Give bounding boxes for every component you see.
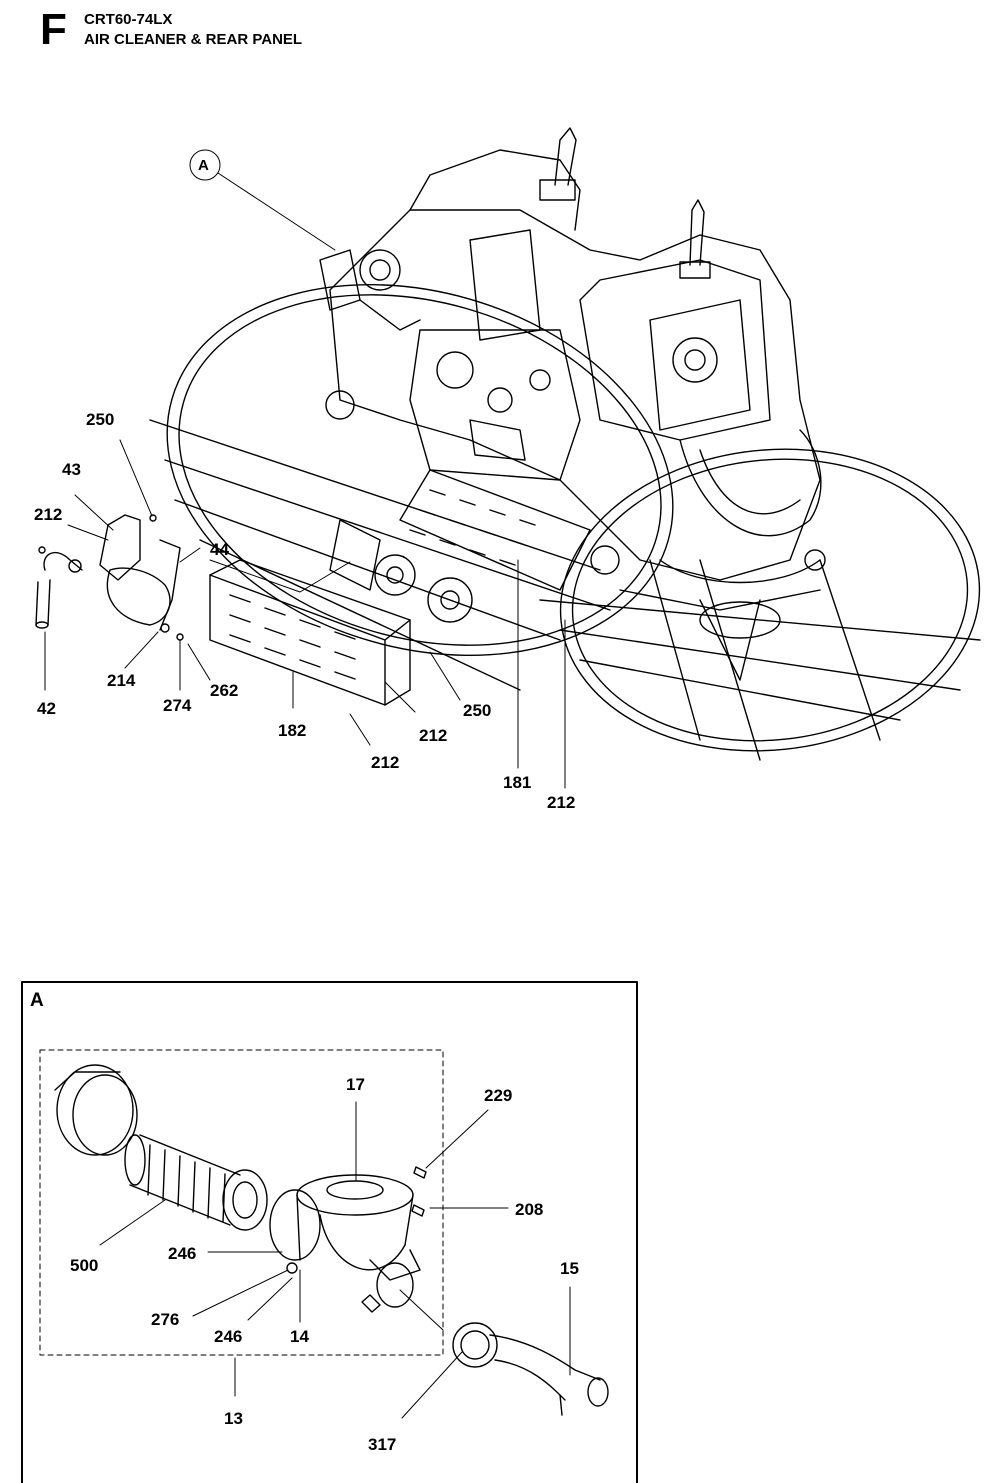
- exhaust-parts: [35, 514, 184, 641]
- callout-label: 246: [214, 1327, 243, 1346]
- callout-label: 274: [163, 696, 192, 715]
- detail-frame: [21, 981, 638, 1483]
- callout-label: 500: [70, 1256, 99, 1275]
- callout-label: 250: [86, 410, 115, 429]
- section-title: AIR CLEANER & REAR PANEL: [84, 31, 303, 48]
- detail-label: A: [30, 990, 44, 1011]
- air-cleaner-exploded: [54, 1064, 609, 1416]
- callout-label: 13: [224, 1409, 243, 1428]
- callout-label: 250: [463, 701, 492, 720]
- callout-label: 246: [168, 1244, 197, 1263]
- callout-label: 15: [560, 1259, 579, 1278]
- machine-body: [319, 127, 826, 681]
- rear-panel-182: [209, 559, 411, 706]
- callout-label: 212: [34, 505, 63, 524]
- callout-label: 317: [368, 1435, 397, 1454]
- callout-label: 212: [371, 753, 400, 772]
- section-letter: F: [40, 5, 67, 54]
- callout-label: 42: [37, 699, 56, 718]
- callout-label: 182: [278, 721, 307, 740]
- callout-label: 229: [484, 1086, 513, 1105]
- callout-label: 276: [151, 1310, 180, 1329]
- callout-label: 14: [290, 1327, 309, 1346]
- detail-marker: A: [198, 157, 209, 174]
- model-title: CRT60-74LX: [84, 11, 173, 28]
- callout-label: 262: [210, 681, 239, 700]
- callout-label: 17: [346, 1075, 365, 1094]
- callout-label: 212: [547, 793, 576, 812]
- callout-label: 44: [210, 540, 229, 559]
- callout-label: 214: [107, 671, 136, 690]
- leader-lines: [44, 149, 571, 1419]
- callout-label: 212: [419, 726, 448, 745]
- callout-label: 43: [62, 460, 81, 479]
- guard-ring: [149, 284, 981, 761]
- callout-label: 181: [503, 773, 532, 792]
- rear-panel-181: [329, 469, 591, 623]
- callout-label: 208: [515, 1200, 544, 1219]
